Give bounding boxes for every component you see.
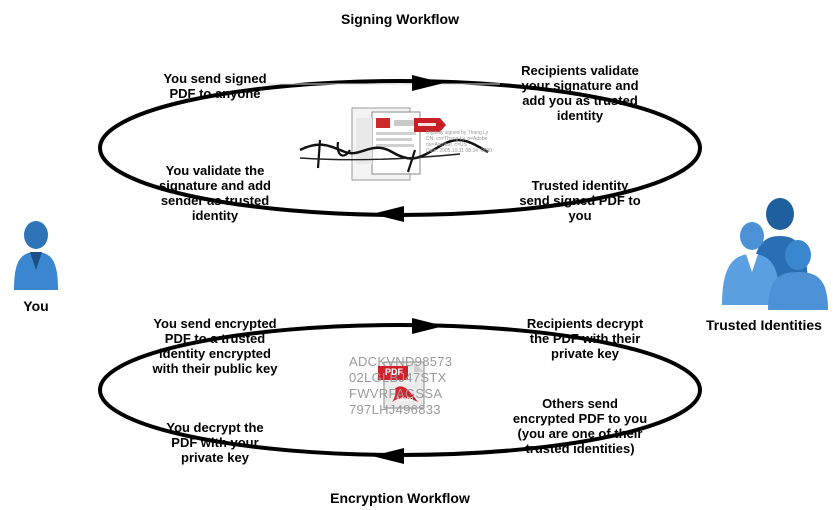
trusted-identities-group-icon	[722, 198, 828, 310]
pdf-badge-label: PDF	[385, 367, 403, 377]
encryption-loop	[98, 318, 702, 464]
signing-step-recipients-validate: Recipients validate your signature and a…	[521, 63, 639, 123]
pdf-file-icon	[378, 361, 425, 409]
arrow-right-icon	[412, 75, 444, 91]
encryption-step-send: You send encrypted PDF to a trusted iden…	[152, 316, 278, 376]
signing-loop	[98, 75, 702, 222]
encryption-workflow-title: Encryption Workflow	[330, 490, 470, 506]
cipher-text-block: ADCKVND98573 02LGLBJ47STX FWVRFAGSSA 797…	[349, 354, 479, 418]
cipher-line: FWVRFAGSSA	[349, 386, 443, 401]
adobe-label: Adobe	[396, 397, 414, 403]
cipher-line: 02LGLBJ47STX	[349, 370, 447, 385]
signature-card-line: Date: 2005.10.11 08:34 -0800	[426, 148, 493, 154]
arrow-left-icon	[372, 206, 404, 222]
encryption-step-others-send: Others send encrypted PDF to you (you ar…	[512, 396, 648, 456]
you-person-icon	[14, 221, 58, 290]
signature-card-line: DN: cn=Thang Ly, o=Adobe	[426, 136, 488, 142]
you-label: You	[23, 298, 49, 314]
signature-card-line: Digitally signed by Thang Ly	[426, 130, 489, 136]
arrow-left-icon	[372, 448, 404, 464]
signed-document-icon	[299, 107, 489, 181]
encryption-step-recipients-decrypt: Recipients decrypt the PDF with their pr…	[526, 316, 644, 361]
cipher-line: ADCKVND98573	[349, 354, 453, 369]
cipher-line: 797LHJ496833	[349, 402, 441, 417]
signing-workflow-title: Signing Workflow	[341, 11, 459, 27]
signing-step-trusted-send: Trusted identity send signed PDF to you	[519, 178, 641, 223]
signature-card-text: Digitally signed by Thang Ly DN: cn=Than…	[426, 130, 516, 154]
signing-step-send: You send signed PDF to anyone	[163, 71, 267, 101]
signing-step-you-validate: You validate the signature and add sende…	[159, 163, 271, 223]
arrow-right-icon	[412, 318, 444, 334]
encryption-step-you-decrypt: You decrypt the PDF with your private ke…	[166, 420, 264, 465]
trusted-identities-label: Trusted Identities	[706, 317, 822, 333]
signature-card-line: ou=Acrobat, c=US	[426, 142, 467, 148]
